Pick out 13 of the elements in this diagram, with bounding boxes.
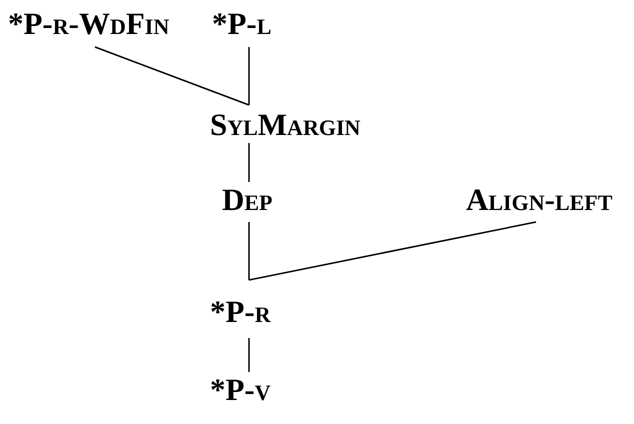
constraint-label: *P-v <box>210 374 271 406</box>
connector-line <box>94 46 250 106</box>
constraint-label: SylMargin <box>210 109 360 141</box>
constraint-label: *P-l <box>212 8 272 40</box>
constraint-label: *P-r <box>210 296 271 328</box>
connector-line <box>248 47 250 105</box>
constraint-label: *P-r-WdFin <box>8 8 170 40</box>
connector-line <box>248 222 250 280</box>
connector-line <box>248 143 250 182</box>
constraint-label: Dep <box>222 184 272 216</box>
constraint-label: Align-left <box>466 184 612 216</box>
connector-line <box>248 338 250 372</box>
connector-line <box>248 221 536 281</box>
